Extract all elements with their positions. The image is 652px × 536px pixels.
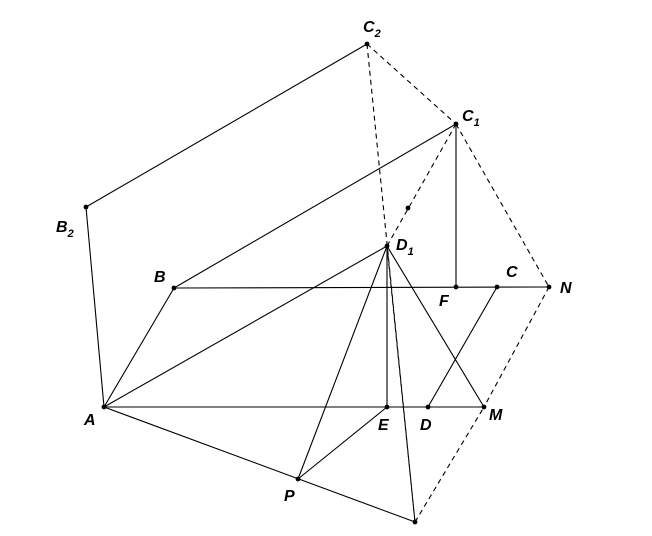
segment-C2-C1 bbox=[366, 43, 457, 125]
label-A-base: A bbox=[83, 412, 96, 429]
point-C bbox=[494, 284, 500, 290]
label-E-base: E bbox=[378, 417, 390, 434]
point-P bbox=[295, 476, 301, 482]
label-C2: C2 bbox=[363, 19, 381, 40]
label-D1-subscript: 1 bbox=[408, 246, 414, 258]
label-F: F bbox=[439, 293, 450, 310]
segment-D1-Q bbox=[386, 245, 416, 523]
label-D-base: D bbox=[420, 417, 432, 434]
point-A bbox=[101, 404, 107, 410]
segment-P-E bbox=[297, 406, 388, 480]
label-F-base: F bbox=[439, 293, 450, 310]
label-C1-subscript: 1 bbox=[474, 117, 480, 129]
segment-N-M bbox=[483, 286, 550, 408]
segment-C1-D1 bbox=[386, 123, 457, 247]
label-E: E bbox=[378, 417, 390, 434]
point-X bbox=[405, 205, 411, 211]
label-A: A bbox=[83, 412, 96, 429]
point-Q bbox=[412, 519, 418, 525]
segment-B2-C2 bbox=[85, 43, 368, 208]
label-P-base: P bbox=[284, 488, 295, 505]
point-F bbox=[453, 284, 459, 290]
label-C2-base: C bbox=[363, 19, 375, 36]
label-B-base: B bbox=[154, 269, 166, 286]
segment-A-B2 bbox=[85, 206, 105, 408]
label-M-base: M bbox=[489, 407, 503, 424]
point-M bbox=[481, 404, 487, 410]
segment-A-D1 bbox=[103, 245, 388, 408]
point-C1 bbox=[453, 121, 459, 127]
point-B bbox=[171, 285, 177, 291]
label-B: B bbox=[154, 269, 166, 286]
label-M: M bbox=[489, 407, 503, 424]
label-C: C bbox=[506, 264, 518, 281]
label-D1: D1 bbox=[396, 237, 414, 258]
segments-layer bbox=[85, 43, 550, 523]
segment-Q-M bbox=[414, 406, 485, 523]
segment-D1-M bbox=[386, 245, 485, 408]
point-D1 bbox=[384, 243, 390, 249]
segment-C1-N bbox=[455, 123, 550, 288]
segment-C-D bbox=[427, 286, 498, 408]
label-N: N bbox=[560, 280, 572, 297]
label-C1: C1 bbox=[462, 108, 480, 129]
point-C2 bbox=[364, 41, 370, 47]
label-D: D bbox=[420, 417, 432, 434]
label-C-base: C bbox=[506, 264, 518, 281]
points-layer bbox=[83, 41, 552, 525]
label-D1-base: D bbox=[396, 237, 408, 254]
segment-A-Q bbox=[103, 406, 416, 523]
point-D bbox=[425, 404, 431, 410]
segment-A-B bbox=[103, 287, 175, 408]
segment-B-C1 bbox=[173, 123, 457, 289]
point-N bbox=[546, 284, 552, 290]
label-B2-subscript: 2 bbox=[67, 228, 74, 240]
label-C2-subscript: 2 bbox=[374, 28, 381, 40]
label-B2: B2 bbox=[56, 219, 74, 240]
segment-D1-P bbox=[297, 245, 388, 480]
segment-C2-Q bbox=[366, 43, 416, 523]
point-B2 bbox=[83, 204, 89, 210]
point-E bbox=[384, 404, 390, 410]
label-N-base: N bbox=[560, 280, 572, 297]
label-C1-base: C bbox=[462, 108, 474, 125]
label-B2-base: B bbox=[56, 219, 68, 236]
label-P: P bbox=[284, 488, 295, 505]
segment-B-N bbox=[173, 286, 550, 289]
